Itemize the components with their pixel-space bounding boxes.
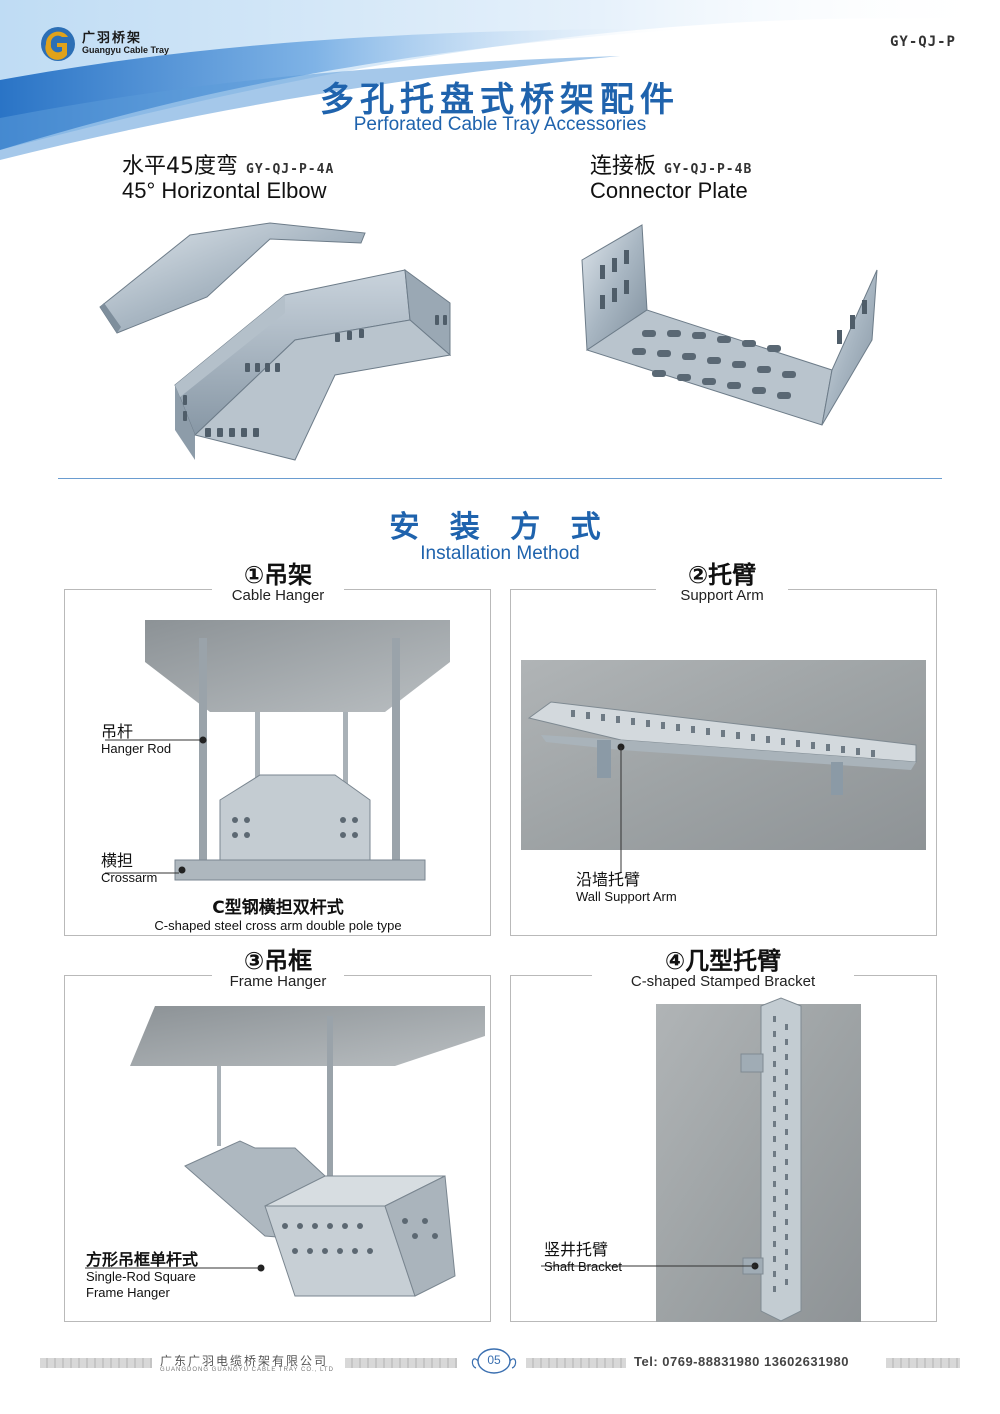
logo-mark-icon — [41, 27, 75, 61]
product-name-cn: 水平45度弯 — [122, 154, 238, 179]
connector-plate-image — [581, 224, 878, 426]
footer-bar-left — [40, 1358, 152, 1368]
elbow-image — [99, 222, 452, 461]
footer-bar-right — [886, 1358, 960, 1368]
product-code: GY-QJ-P-4A — [246, 162, 335, 177]
callout-crossarm: 横担 Crossarm — [101, 851, 158, 886]
product-name-en: Connector Plate — [590, 178, 748, 203]
panel-support-arm-heading: ②托臂 Support Arm — [656, 562, 788, 605]
footer-bar-mid-left — [345, 1358, 457, 1368]
callout-square-frame-hanger: 方形吊框单杆式 Single-Rod Square Frame Hanger — [86, 1250, 199, 1300]
support-arm-image — [521, 660, 926, 872]
panel-frame-hanger-heading: ③吊框 Frame Hanger — [212, 948, 344, 991]
callout-shaft-bracket: 竖井托臂 Shaft Bracket — [544, 1240, 623, 1275]
panel-stamped-bracket-heading: ④几型托臂 C-shaped Stamped Bracket — [592, 948, 854, 991]
panel-frame-hanger — [64, 975, 491, 1322]
panel-title-cn: ②托臂 — [687, 561, 757, 589]
page-number: 05 — [487, 1353, 501, 1367]
product-name-cn: 连接板 — [590, 154, 657, 179]
callout-wall-support-arm: 沿墙托臂 Wall Support Arm — [576, 870, 677, 905]
page-number-ornament-icon — [471, 1348, 517, 1374]
panel-title-en: Cable Hanger — [231, 587, 325, 605]
footer-company-en: GUANGDONG GUANGYU CABLE TRAY CO., LTD — [160, 1367, 334, 1373]
section-divider — [58, 478, 942, 479]
doc-code: GY-QJ-P — [889, 34, 956, 50]
callout-hanger-rod: 吊杆 Hanger Rod — [101, 722, 172, 757]
logo-en: Guangyu Cable Tray — [82, 45, 170, 56]
footer: 广东广羽电缆桥架有限公司 GUANGDONG GUANGYU CABLE TRA… — [0, 1340, 1000, 1390]
product-connector-heading: 连接板 GY-QJ-P-4B Connector Plate — [590, 148, 752, 204]
panel-title-cn: ④几型托臂 — [664, 947, 782, 975]
product-name-en: 45° Horizontal Elbow — [122, 178, 327, 203]
panel-stamped-bracket — [510, 975, 937, 1322]
panel-cable-hanger-heading: ①吊架 Cable Hanger — [212, 562, 344, 605]
panel-title-cn: ③吊框 — [243, 947, 313, 975]
footer-company-cn: 广东广羽电缆桥架有限公司 — [160, 1354, 329, 1368]
panel-title-cn: ①吊架 — [243, 561, 313, 589]
product-elbow-heading: 水平45度弯 GY-QJ-P-4A 45° Horizontal Elbow — [122, 148, 334, 204]
cable-hanger-image — [105, 620, 450, 881]
installation-subtitle: Installation Method — [420, 543, 580, 564]
footer-tel: Tel: 0769-88831980 13602631980 — [634, 1354, 849, 1369]
panel-title-en: C-shaped Stamped Bracket — [630, 973, 816, 991]
product-code: GY-QJ-P-4B — [664, 162, 753, 177]
company-logo: 广羽桥架 Guangyu Cable Tray — [40, 26, 169, 62]
header-swoosh — [0, 0, 1000, 160]
panel-cable-hanger — [64, 589, 491, 936]
panel-title-en: Support Arm — [680, 587, 764, 605]
logo-cn: 广羽桥架 — [82, 31, 143, 47]
installation-title: 安 装 方 式 — [389, 510, 611, 545]
cable-hanger-caption: C型钢横担双杆式 C-shaped steel cross arm double… — [154, 898, 402, 933]
page-title: 多孔托盘式桥架配件 — [320, 80, 680, 120]
stamped-bracket-image — [541, 997, 861, 1322]
panel-support-arm — [510, 589, 937, 936]
panel-title-en: Frame Hanger — [229, 973, 327, 991]
footer-bar-mid-right — [526, 1358, 626, 1368]
frame-hanger-image — [85, 1006, 485, 1297]
page-subtitle: Perforated Cable Tray Accessories — [353, 114, 647, 135]
